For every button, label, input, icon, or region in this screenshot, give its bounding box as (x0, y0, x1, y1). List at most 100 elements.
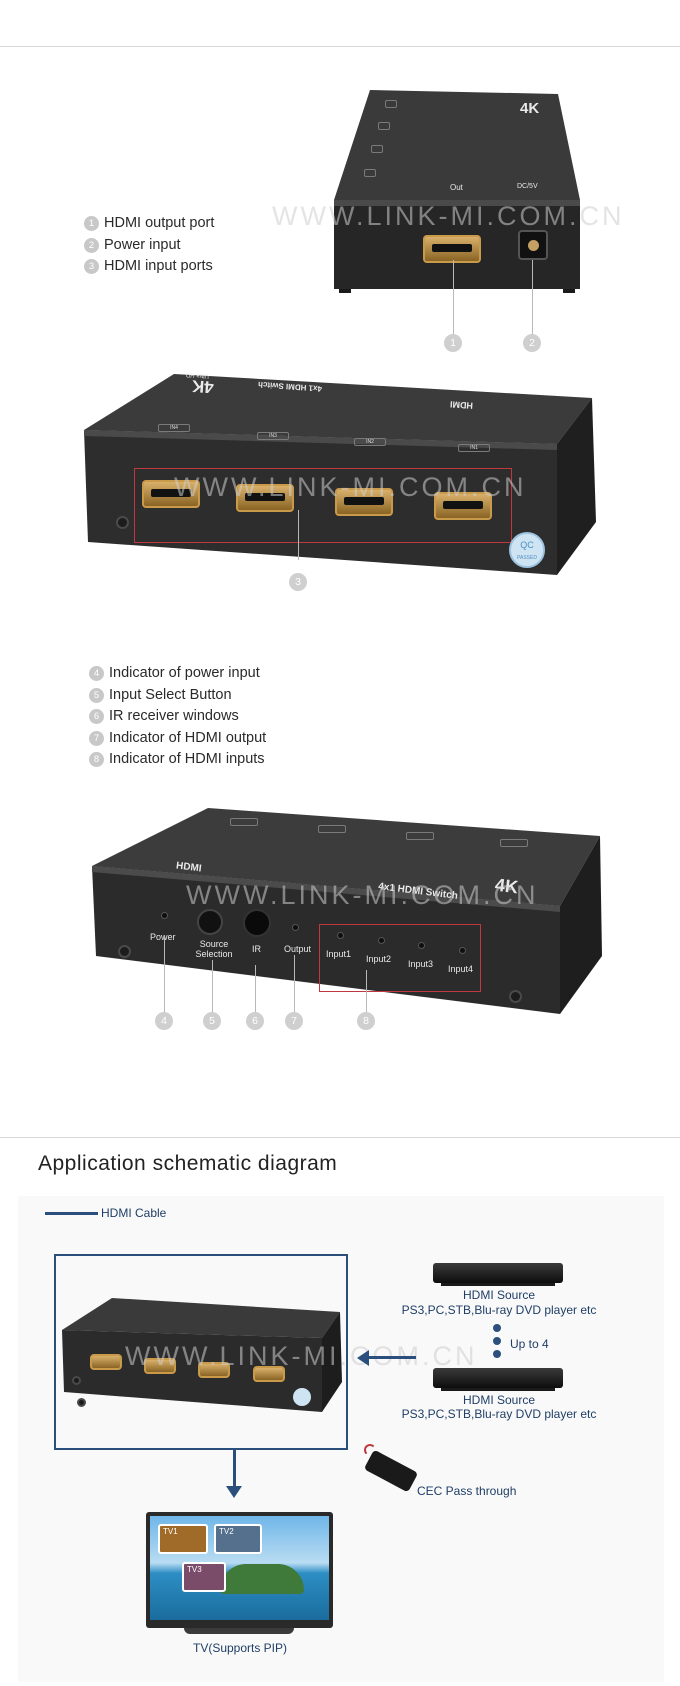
callout-line (164, 935, 165, 1012)
out-label: Out (450, 183, 463, 192)
cable-legend-label: HDMI Cable (101, 1206, 167, 1220)
tag-in1: IN1 (458, 444, 490, 452)
source-select-button[interactable] (197, 909, 223, 935)
tag (371, 145, 383, 153)
callout-line (212, 960, 213, 1012)
legend-item: 5 Input Select Button (89, 685, 266, 707)
hdmi-output-port (423, 235, 481, 263)
tag-in4: IN4 (158, 424, 190, 432)
legend-label: HDMI input ports (104, 258, 213, 274)
callout-8: 8 (357, 1012, 375, 1030)
hdmi-input-port-3 (236, 484, 294, 512)
cable-line-out (233, 1450, 236, 1487)
legend-label: Power input (104, 236, 181, 253)
tv-frame: TV1 TV2 TV3 (146, 1512, 333, 1628)
hdmi-source-player-1 (433, 1263, 563, 1286)
legend-top: 1 HDMI output port 2 Power input 3 HDMI inp… (84, 213, 214, 278)
pip-tv1: TV1 (158, 1524, 208, 1554)
tag-in3: IN3 (257, 432, 289, 440)
hdmi-source-player-2 (433, 1368, 563, 1391)
input2-label: Input2 (366, 954, 392, 964)
brand-4k: 4K (191, 376, 215, 397)
callout-3: 3 (289, 573, 307, 591)
callout-7: 7 (285, 1012, 303, 1030)
input4-label: Input4 (448, 964, 474, 974)
legend-number: 2 (84, 237, 99, 253)
callout-line (453, 260, 454, 340)
dot (493, 1324, 501, 1332)
mini-hdmi-port (90, 1354, 122, 1370)
output-led (292, 924, 299, 931)
pip-tv3: TV3 (182, 1562, 226, 1592)
legend-number: 7 (89, 730, 104, 746)
screw (77, 1398, 86, 1407)
input3-label: Input3 (408, 959, 434, 969)
tag-in2: IN2 (354, 438, 386, 446)
power-label: DC/5V (517, 183, 538, 190)
tag (385, 100, 397, 108)
watermark: WWW.LINK-MI.COM.CN (186, 880, 539, 910)
legend-label: IR receiver windows (109, 708, 239, 724)
source2-desc: PS3,PC,STB,Blu-ray DVD player etc (401, 1407, 597, 1421)
legend-item: 7 Indicator of HDMI output (89, 728, 266, 750)
device-input-illustration (84, 374, 596, 575)
power-led (161, 912, 168, 919)
input-leds-highlight (319, 924, 481, 992)
arrow-left-icon (357, 1350, 369, 1366)
legend-number: 1 (84, 216, 99, 232)
tv-stand (184, 1628, 294, 1634)
power-jack (518, 230, 548, 260)
hdmi-input-port-4 (142, 480, 200, 508)
signal-icon (364, 1444, 376, 1456)
screw (118, 945, 131, 958)
callout-line (294, 955, 295, 1012)
legend-label: Input Select Button (109, 686, 232, 703)
callout-line (532, 260, 533, 340)
pip-tv2-label: TV2 (219, 1527, 234, 1536)
pip-tv1-label: TV1 (163, 1527, 178, 1536)
mini-qc-sticker (293, 1388, 311, 1406)
mini-hdmi-port (198, 1362, 230, 1378)
arrow-down-icon (226, 1486, 242, 1498)
legend-label: HDMI output port (104, 215, 215, 231)
schematic-title: Application schematic diagram (38, 1152, 338, 1175)
switch-frame (54, 1254, 348, 1450)
switch-mini (60, 1296, 342, 1414)
hdmi-logo: HDMI (449, 399, 474, 411)
pip-tv2: TV2 (214, 1524, 262, 1554)
dot (493, 1337, 501, 1345)
tag (406, 832, 434, 840)
screw (116, 516, 129, 529)
legend-number: 3 (84, 259, 99, 275)
callout-6: 6 (246, 1012, 264, 1030)
legend-label: Indicator of HDMI inputs (109, 751, 265, 767)
callout-line (255, 965, 256, 1012)
legend-number: 6 (89, 709, 104, 725)
callout-4: 4 (155, 1012, 173, 1030)
screw (72, 1376, 81, 1385)
ir-label: IR (252, 944, 261, 954)
qc-text: QC (520, 540, 534, 550)
cable-legend-swatch (45, 1212, 98, 1215)
device-input-view: IN4 IN3 IN2 IN1 4x1 HDMI Switch 4K Ultra… (82, 371, 596, 578)
tag (230, 818, 258, 826)
inputs-highlight (134, 468, 512, 543)
hdmi-input-port-2 (335, 488, 393, 516)
input1-label: Input1 (326, 949, 352, 959)
source1-title: HDMI Source (462, 1288, 536, 1302)
island (220, 1564, 304, 1594)
source1-desc: PS3,PC,STB,Blu-ray DVD player etc (401, 1303, 597, 1317)
pip-tv3-label: TV3 (187, 1565, 202, 1574)
device-back-view: Out DC/5V 4K (330, 88, 582, 293)
source2-title: HDMI Source (462, 1393, 536, 1407)
legend-number: 5 (89, 687, 104, 703)
screw (509, 990, 522, 1003)
legend-label: Indicator of HDMI output (109, 729, 267, 746)
input3-led (418, 942, 425, 949)
tv-screen: TV1 TV2 TV3 (150, 1516, 329, 1620)
watermark: WWW.LINK-MI.COM.CN (125, 1341, 478, 1371)
